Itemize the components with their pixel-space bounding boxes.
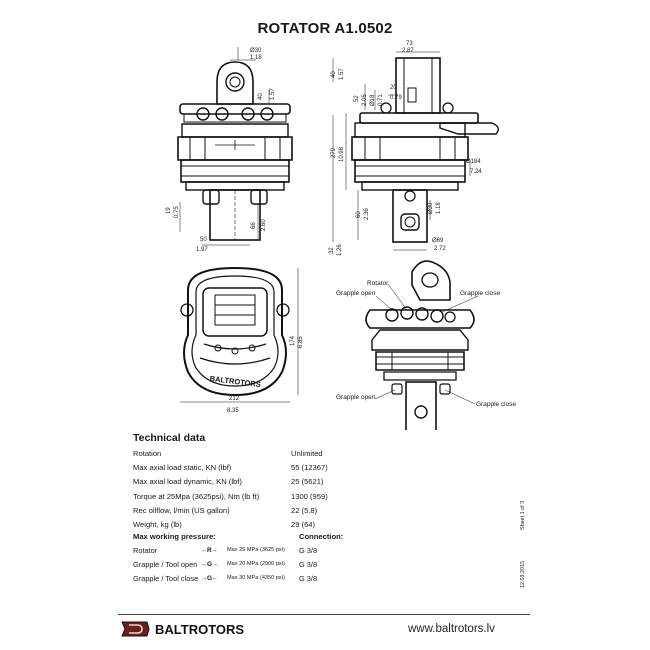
drawing-title: ROTATOR A1.0502 [257, 20, 393, 37]
spec-value: 25 (5621) [291, 477, 324, 487]
website-link[interactable]: www.baltrotors.lv [408, 623, 495, 635]
dim-low-pin-in: 1.18 [436, 202, 442, 214]
sheet-date: 12.03.2015 [520, 561, 526, 588]
dim-width-in: 8.35 [227, 408, 239, 414]
dim-bottom: 32 [329, 247, 335, 254]
baltrotors-cast-logo: BALTROTORS [209, 374, 261, 389]
logo-text: BALTROTORS [155, 622, 244, 637]
port-label: Grapple / Tool close [133, 573, 199, 583]
dim-pin-dia: Ø30 [250, 48, 262, 54]
dim-pin-dia-in: 1.18 [250, 55, 262, 61]
spec-label: Max axial load dynamic, KN (lbf) [133, 477, 242, 487]
technical-data-table: Rotation Unlimited Max axial load static,… [133, 446, 328, 532]
table-row: Rec oilflow, l/min (US gallon) 22 (5.8) [133, 503, 328, 517]
port-arrow-icon: ←R→ [201, 546, 218, 554]
port-arrow-icon: ←G→ [201, 560, 218, 568]
spec-value: 29 (64) [291, 520, 316, 530]
dim-depth-in: 6.85 [298, 336, 304, 348]
spec-label: Max axial load static, KN (lbf) [133, 462, 232, 472]
dim-ear-in: 2.05 [362, 94, 368, 106]
max-working-pressure-heading: Max working pressure: [133, 532, 216, 541]
dim-boss-in: 0.71 [378, 94, 384, 106]
dim-low-pin: Ø30 [428, 202, 434, 214]
spec-value: 22 (5.8) [291, 505, 318, 515]
port-pressure: Max 20 MPa (2900 psi) [227, 561, 285, 567]
sheet-number: Sheet 1 of 3 [520, 500, 526, 530]
connection-heading: Connection: [299, 532, 344, 541]
port-label: Grapple / Tool open [133, 559, 198, 569]
technical-drawings: Ø30 1.18 40 1.57 19 0.75 50 1.97 66 2.60… [166, 41, 516, 430]
table-row: Grapple / Tool close →G← Max 30 MPa (435… [133, 571, 317, 585]
dim-body-dia-in: 7.24 [470, 169, 482, 175]
table-row: Rotation Unlimited [133, 446, 328, 460]
spec-value: 1300 (959) [291, 491, 328, 501]
table-row: Torque at 25Mpa (3625psi), Nm (lb ft) 130… [133, 489, 328, 503]
front-view [177, 47, 293, 246]
callout-grapple-close-top: Grapple close [460, 290, 500, 297]
side-view [332, 51, 499, 251]
dim-top-w: 73 [406, 41, 413, 47]
dim-ear: 52 [354, 95, 360, 102]
table-row: Rotator ←R→ Max 25 MPa (3625 psi) G 3/8 [133, 543, 317, 557]
port-label: Rotator [133, 545, 158, 555]
dim-hole: 20 [390, 85, 397, 91]
dim-total-h-in: 10.98 [339, 146, 345, 162]
dim-ear-w: 40 [258, 93, 264, 100]
spec-label: Torque at 25Mpa (3625psi), Nm (lb ft) [133, 491, 260, 501]
dim-shaft-dia: Ø69 [432, 238, 444, 244]
pressure-table: Rotator ←R→ Max 25 MPa (3625 psi) G 3/8 … [133, 543, 317, 585]
dim-depth: 174 [290, 335, 296, 346]
dim-bottom-in: 1.26 [337, 244, 343, 256]
callout-grapple-close-bottom: Grapple close [476, 401, 516, 408]
spec-label: Weight, kg (lb) [133, 520, 182, 530]
spec-value: 55 (12367) [291, 462, 328, 472]
port-arrow-icon: →G← [201, 574, 218, 582]
callout-rotator: Rotator [367, 280, 389, 287]
footer-divider [118, 614, 530, 615]
port-pressure: Max 30 MPa (4350 psi) [227, 575, 285, 581]
dim-shaft-dia-in: 2.72 [434, 246, 446, 252]
dim-top-h: 40 [331, 71, 337, 78]
dim-shaft-w: 50 [200, 237, 207, 243]
iso-view [365, 260, 479, 430]
dim-low-h: 60 [356, 211, 362, 218]
table-row: Max axial load static, KN (lbf) 55 (12367… [133, 460, 328, 474]
port-connection: G 3/8 [299, 545, 318, 555]
baltrotors-logo: BALTROTORS [121, 621, 244, 637]
callout-grapple-open-bottom: Grapple open [336, 394, 376, 401]
dim-body-dia: Ø184 [466, 159, 481, 165]
spec-label: Rec oilflow, l/min (US gallon) [133, 505, 230, 515]
spec-label: Rotation [133, 448, 162, 458]
port-connection: G 3/8 [299, 559, 318, 569]
table-row: Grapple / Tool open ←G→ Max 20 MPa (2900… [133, 557, 317, 571]
dim-ear-w-in: 1.57 [270, 88, 276, 100]
dim-top-h-in: 1.57 [339, 68, 345, 80]
table-row: Weight, kg (lb) 29 (64) [133, 517, 328, 531]
dim-shaft-h: 19 [166, 207, 172, 214]
dim-bore-h: 66 [251, 222, 257, 229]
callout-grapple-open-top: Grapple open [336, 290, 376, 297]
dim-shaft-w-in: 1.97 [196, 247, 208, 253]
port-pressure: Max 25 MPa (3625 psi) [227, 547, 285, 553]
dim-low-h-in: 2.36 [364, 208, 370, 220]
top-view [180, 266, 299, 403]
dim-top-w-in: 2.87 [402, 48, 414, 54]
spec-value: Unlimited [291, 448, 323, 458]
dim-hole-in: 0.79 [390, 95, 402, 101]
dim-boss: Ø18 [370, 94, 376, 106]
dim-width: 212 [229, 396, 240, 402]
port-connection: G 3/8 [299, 573, 318, 583]
table-row: Max axial load dynamic, KN (lbf) 25 (5621… [133, 475, 328, 489]
dim-shaft-h-in: 0.75 [174, 206, 180, 218]
dim-bore-h-in: 2.60 [261, 219, 267, 231]
dim-total-h: 279 [331, 147, 337, 158]
technical-data-heading: Technical data [133, 432, 206, 444]
